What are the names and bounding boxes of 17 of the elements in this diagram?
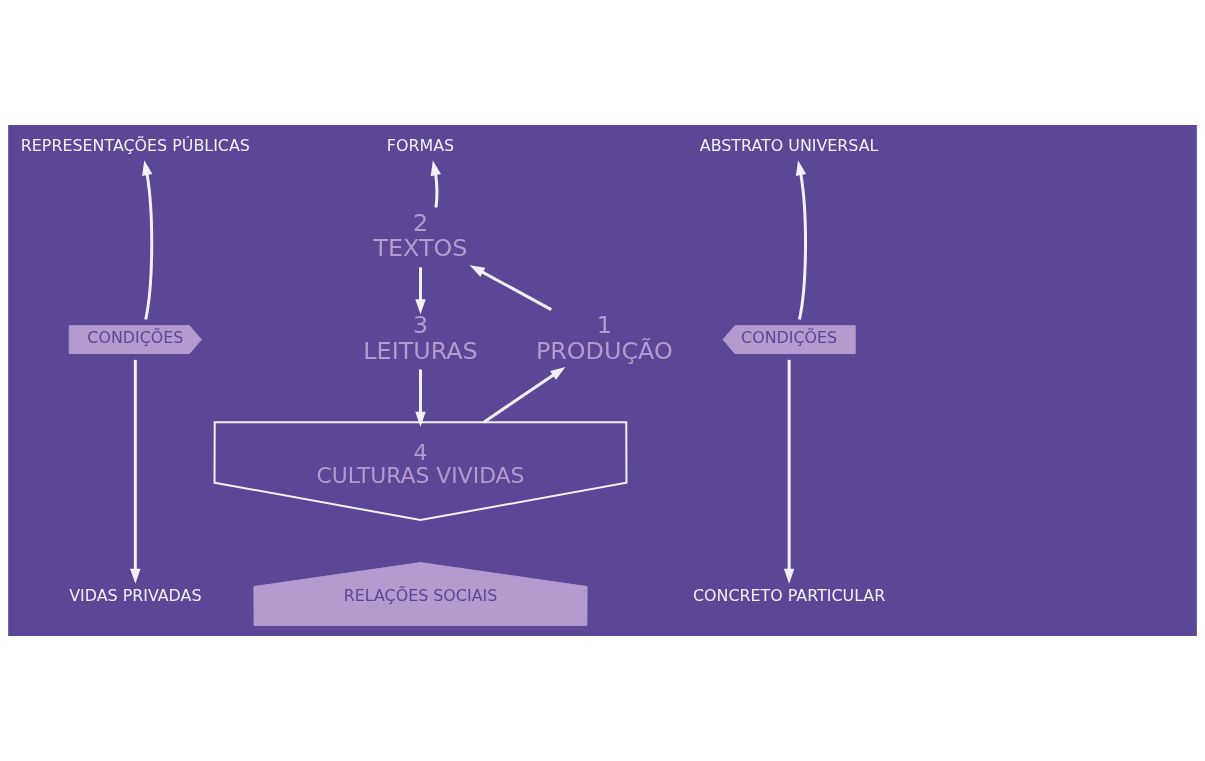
node-text: 1 PRODUÇÃO: [535, 310, 673, 365]
node-text: VIDAS PRIVADAS: [69, 586, 202, 606]
node-text: REPRESENTAÇÕES PÚBLICAS: [20, 135, 250, 155]
arrow: [415, 369, 426, 427]
node-text: 3 LEITURAS: [363, 310, 478, 365]
arrow: [130, 359, 141, 584]
arrow: [430, 160, 441, 208]
arrow: [415, 267, 426, 315]
node-text: ABSTRATO UNIVERSAL: [699, 135, 879, 155]
node-text: 2 TEXTOS: [373, 208, 468, 263]
node-text: CONCRETO PARTICULAR: [692, 586, 886, 606]
arrow: [795, 160, 807, 320]
arrow: [142, 160, 154, 320]
arrow: [483, 366, 566, 424]
arrow: [469, 265, 552, 311]
arrow: [783, 359, 795, 584]
node-text: FORMAS: [386, 135, 455, 155]
